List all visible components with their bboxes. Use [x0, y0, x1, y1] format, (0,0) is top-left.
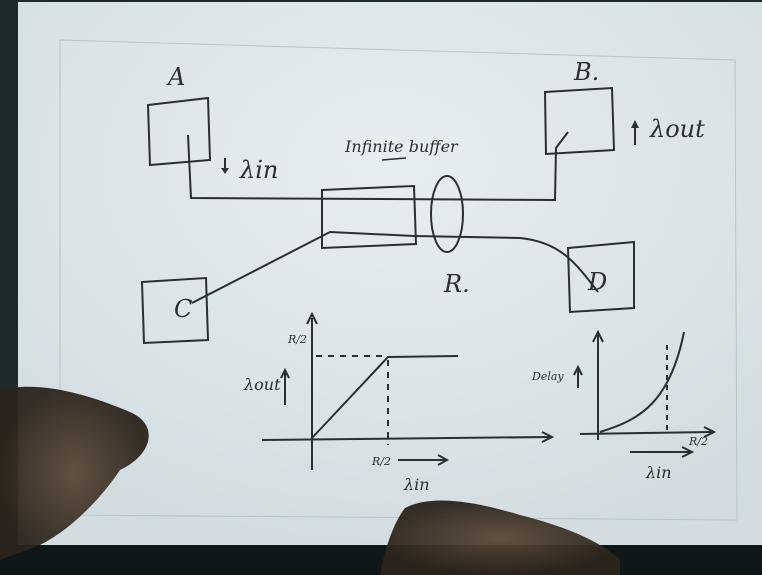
plot2-xtick: R/2 — [688, 435, 708, 448]
label-router: R. — [443, 270, 470, 298]
plot1-xtick: R/2 — [371, 455, 391, 468]
label-node-b: B. — [573, 58, 599, 86]
plot2-ylabel: Delay — [531, 370, 564, 383]
label-node-c: C — [174, 295, 192, 323]
plot2-xlabel: λin — [645, 463, 672, 482]
plot1-ytick: R/2 — [287, 333, 307, 346]
label-buffer: Infinite buffer — [344, 137, 459, 156]
label-lambda-in-top: λin — [239, 156, 278, 184]
label-lambda-out-top: λout — [649, 115, 705, 143]
label-node-a: A — [166, 63, 185, 91]
plot1-ylabel: λout — [243, 375, 281, 394]
plot1-xlabel: λin — [403, 475, 430, 494]
